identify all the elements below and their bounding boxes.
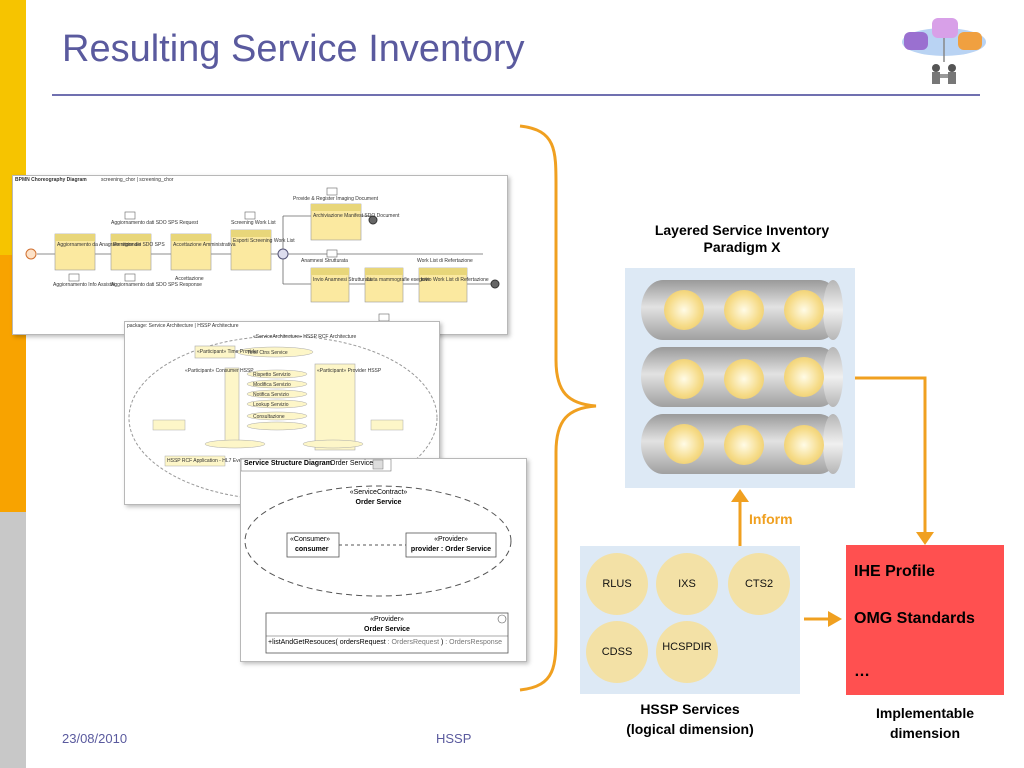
bpmn-activity-7: Lista mammografie eseguite — [367, 277, 430, 283]
bpmn-message-2: Aggiornamento dati SDO SPS Response — [111, 282, 202, 288]
bpmn-activity-5: Archiviazione Manifest SDO Document — [313, 213, 400, 219]
layered-title-line1: Layered Service Inventory — [654, 222, 830, 238]
ellipsis-label: … — [854, 663, 870, 680]
hssp-services-panel: RLUS IXS CTS2 CDSS HCSPDIR — [580, 546, 800, 694]
ssd-interface-stereotype: «Provider» — [370, 616, 404, 623]
ssd-contract-stereotype: «ServiceContract» — [349, 489, 408, 496]
sca-contract-6: Consultazione — [253, 414, 285, 420]
footer-date: 23/08/2010 — [62, 731, 128, 746]
ssd-op-type2: : OrdersResponse — [445, 639, 503, 646]
service-cdss: CDSS — [586, 621, 648, 683]
sca-contract-5: Lookup Servizio — [253, 402, 289, 408]
impl-caption-line1: Implementable — [875, 705, 975, 721]
bpmn-message-6: Provide & Register Imaging Document — [293, 196, 379, 202]
bpmn-message-4: Accettazione — [175, 276, 204, 282]
ihe-profile-label: IHE Profile — [854, 563, 935, 580]
layered-title-line2: Paradigm X — [703, 239, 781, 255]
sca-participant-provider: «Participant» Provider HSSP — [317, 368, 382, 374]
sca-contract-3: Modifica Servizio — [253, 382, 291, 388]
ssd-consumer-name: consumer — [295, 546, 329, 553]
implementable-caption: Implementable dimension — [846, 703, 1004, 743]
sca-title: «ServiceArchitecture» HSSP RCF Architect… — [253, 334, 357, 340]
service-rlus: RLUS — [586, 553, 648, 615]
ssd-provider-stereotype: «Provider» — [434, 536, 468, 543]
bpmn-message-8: Work List di Refertazione — [417, 258, 473, 264]
service-orb — [724, 359, 764, 399]
service-orb — [664, 290, 704, 330]
omg-standards-label: OMG Standards — [854, 610, 975, 627]
bpmn-activity-8: Invio Work List di Refertazione — [421, 277, 489, 283]
ssd-consumer-stereotype: «Consumer» — [290, 536, 331, 543]
bpmn-header: BPMN Choreography Diagram — [15, 177, 87, 183]
sidebar-accent — [0, 0, 26, 768]
hssp-caption-line2: (logical dimension) — [626, 721, 754, 737]
sca-footer: HSSP RCF Application - HL7 Event — [167, 458, 246, 464]
bpmn-flow — [25, 187, 500, 322]
service-orb — [784, 290, 824, 330]
ssd-header-name: Order Service — [330, 460, 374, 467]
ssd-header-label: Service Structure Diagram — [244, 460, 332, 467]
bpmn-activity-3: Accettazione Amministrativa — [173, 242, 236, 248]
impl-caption-line2: dimension — [889, 725, 960, 741]
inventory-to-ihe-head — [916, 532, 934, 545]
inform-arrow-head — [731, 489, 749, 502]
inform-label: Inform — [749, 511, 793, 527]
bpmn-activity-1: Aggiornamento da Anagrafe regionale — [57, 242, 142, 248]
ssd-contract-name: Order Service — [355, 499, 402, 506]
bpmn-activity-6: Invio Anamnesi Strutturata — [313, 277, 372, 283]
sca-shapes — [128, 335, 438, 501]
bpmn-message-3: Aggiornamento Info Assistiti — [53, 282, 115, 288]
sidebar-gray-band — [0, 512, 26, 768]
hssp-to-ihe-head — [828, 611, 842, 627]
ssd-op-prefix: +listAndGetResouces( ordersRequest — [268, 639, 388, 646]
service-orb — [784, 357, 824, 397]
service-orb — [724, 290, 764, 330]
hssp-logo — [902, 18, 986, 84]
service-orb — [784, 425, 824, 465]
title-underline — [52, 94, 980, 96]
implementable-standards-box: IHE Profile OMG Standards … — [846, 545, 1004, 695]
bpmn-header-suffix: screening_chor | screening_chor — [101, 177, 174, 183]
hssp-caption-line1: HSSP Services — [640, 701, 740, 717]
bpmn-message-1: Aggiornamento dati SDO SPS Request — [111, 220, 198, 226]
layered-inventory-panel — [625, 268, 855, 488]
ssd-operation: +listAndGetResouces( ordersRequest : Ord… — [268, 639, 502, 646]
bpmn-activity-2: Fornitore dei SDO SPS — [113, 242, 165, 248]
service-hcspdir: HCSPDIR — [656, 621, 718, 683]
service-orb — [724, 425, 764, 465]
service-ixs: IXS — [656, 553, 718, 615]
service-orb — [664, 359, 704, 399]
bpmn-message-7: Anamnesi Strutturata — [301, 258, 348, 264]
hssp-services-caption: HSSP Services (logical dimension) — [600, 699, 780, 739]
slide-title: Resulting Service Inventory — [62, 28, 525, 70]
ssd-shapes — [241, 459, 512, 654]
layered-inventory-title: Layered Service Inventory Paradigm X — [620, 222, 864, 256]
ssd-op-type1: : OrdersRequest — [387, 639, 440, 646]
bpmn-message-5: Screening Work List — [231, 220, 276, 226]
service-orb — [664, 424, 704, 464]
sca-contract-2: Rispetto Servizio — [253, 372, 291, 378]
ssd-op-mid: ) — [439, 639, 446, 646]
ssd-interface-name: Order Service — [364, 626, 410, 633]
service-cts2: CTS2 — [728, 553, 790, 615]
sca-header: package: Service Architecture | HSSP Arc… — [127, 323, 239, 329]
sca-contract-4: Notifica Servizio — [253, 392, 289, 398]
service-structure-diagram: Service Structure Diagram Order Service … — [240, 458, 527, 662]
inventory-to-ihe-arrow — [854, 376, 927, 534]
ssd-provider-name: provider : Order Service — [410, 546, 492, 553]
sca-participant-consumer: «Participant» Consumer HSSP — [185, 368, 254, 374]
footer-center: HSSP — [436, 731, 472, 746]
service-hcspdir-label: HCSPDIR — [662, 641, 712, 653]
bpmn-activity-4: Esporti Screening Work List — [233, 238, 295, 244]
sca-participant-time: «Participant» Time Provider — [197, 349, 259, 355]
sca-contract-1: Time Ctns Service — [247, 350, 288, 356]
bpmn-choreography-diagram: BPMN Choreography Diagram screening_chor… — [12, 175, 508, 335]
